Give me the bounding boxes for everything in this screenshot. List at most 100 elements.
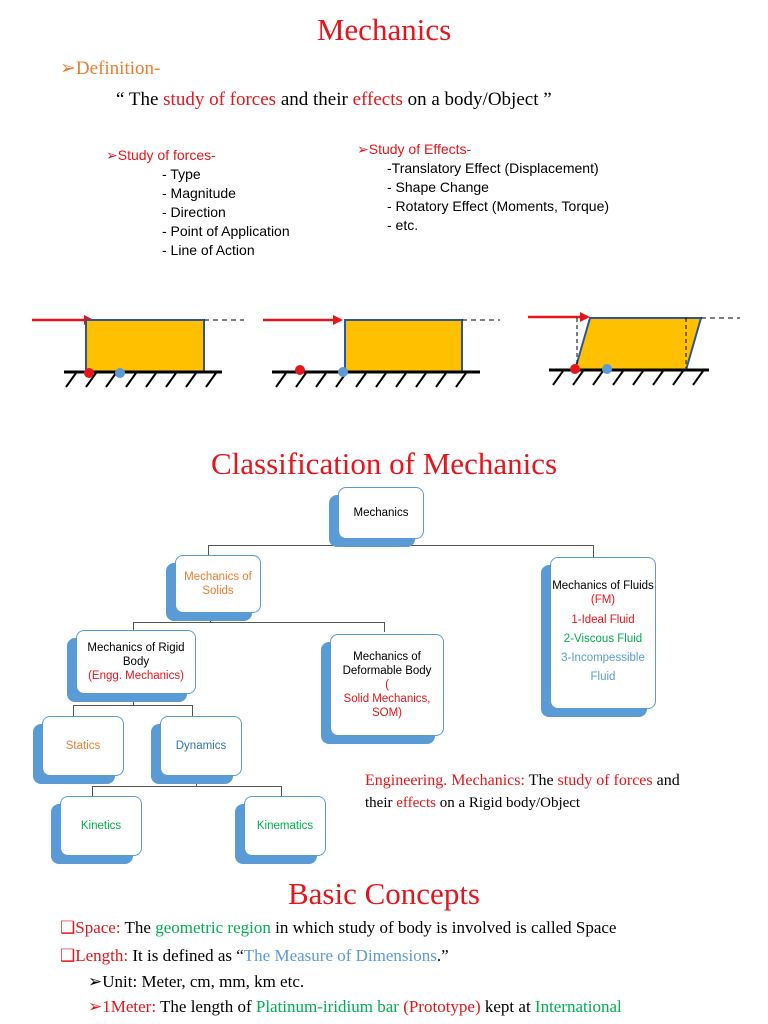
- definition-heading: ➢Definition-: [60, 57, 160, 80]
- node-sublabel: (: [385, 679, 389, 691]
- arrow-bullet-icon: ➢: [357, 141, 369, 157]
- eng-def-text: The: [524, 772, 558, 789]
- deformed-block: [573, 317, 703, 371]
- classification-title: Classification of Mechanics: [210, 446, 558, 481]
- list-item: - Line of Action: [162, 242, 255, 258]
- solids-node: Mechanics of Solids: [175, 555, 261, 613]
- arrow-bullet-icon: ➢: [88, 972, 103, 991]
- effects-heading: ➢Study of Effects-: [357, 140, 609, 159]
- tree-connector: [92, 786, 282, 787]
- eng-def-effects: effects: [396, 795, 436, 811]
- list-item: - Magnitude: [162, 185, 236, 201]
- fluid-type: 2-Viscous Fluid: [563, 633, 643, 645]
- tree-connector: [281, 786, 282, 796]
- dynamics-node: Dynamics: [160, 716, 242, 776]
- node-label: Mechanics: [353, 507, 409, 519]
- list-item: - Shape Change: [387, 179, 489, 195]
- tree-connector: [133, 622, 134, 632]
- node-label: Kinematics: [256, 820, 314, 832]
- eng-def-text: on a Rigid body/Object: [435, 795, 581, 811]
- node-label: Mechanics of Solids: [184, 571, 252, 597]
- eng-def-text: and: [652, 772, 680, 789]
- node-sublabel: (FM): [590, 594, 616, 606]
- quote-text: on a body/Object ”: [402, 89, 552, 110]
- block-point: [602, 364, 612, 374]
- forces-heading-text: Study of forces-: [117, 147, 216, 163]
- meter-highlight: International: [534, 997, 622, 1016]
- node-label: Mechanics of Fluids: [552, 580, 654, 592]
- list-item: - Rotatory Effect (Moments, Torque): [387, 198, 610, 214]
- node-label: Dynamics: [175, 740, 227, 752]
- tree-connector: [92, 786, 93, 796]
- meter-text: The length of: [156, 997, 256, 1016]
- list-item: - etc.: [387, 217, 419, 233]
- list-item: -Translatory Effect (Displacement): [387, 160, 599, 176]
- quote-text: “ The: [116, 89, 164, 110]
- unit-text: Unit: Meter, cm, mm, km etc.: [102, 972, 305, 991]
- space-label: Space:: [75, 918, 121, 937]
- length-definition: ❑Length: It is defined as “The Measure o…: [60, 944, 768, 968]
- arrow-bullet-icon: ➢: [88, 997, 103, 1016]
- forces-list: - Type - Magnitude - Direction - Point o…: [106, 165, 290, 260]
- tree-connector: [73, 705, 193, 706]
- meter-definition: ➢1Meter: The length of Platinum-iridium …: [88, 995, 768, 1019]
- rigid-body-node: Mechanics of Rigid Body (Engg. Mechanics…: [76, 630, 196, 694]
- arrowhead-icon: [333, 315, 343, 325]
- effects-heading-text: Study of Effects-: [368, 141, 472, 157]
- page-title: Mechanics: [316, 12, 452, 47]
- eng-def-text: their: [365, 795, 397, 811]
- checkbox-bullet-icon: ❑: [60, 918, 76, 937]
- length-highlight: The Measure of Dimensions: [243, 946, 437, 965]
- reference-point: [84, 368, 94, 378]
- effects-list: -Translatory Effect (Displacement) - Sha…: [357, 159, 609, 235]
- arrow-bullet-icon: ➢: [60, 58, 76, 79]
- ground-hatch: [552, 370, 704, 386]
- reference-point: [295, 365, 305, 375]
- node-label: Kinetics: [80, 820, 122, 832]
- kinematics-node: Kinematics: [244, 796, 326, 856]
- tree-connector: [210, 614, 211, 622]
- node-label: Mechanics of Deformable Body: [342, 651, 432, 677]
- forces-heading: ➢Study of forces-: [106, 146, 290, 165]
- quote-forces: study of forces: [163, 89, 277, 110]
- basic-concepts-title: Basic Concepts: [288, 876, 480, 911]
- space-text: The: [120, 918, 156, 937]
- length-text: .”: [436, 946, 449, 965]
- fluid-type: 3-Incompessible Fluid: [561, 652, 645, 683]
- eng-def-label: Engineering. Mechanics:: [365, 772, 525, 789]
- tree-connector: [192, 705, 193, 717]
- meter-text: kept at: [480, 997, 535, 1016]
- list-item: - Point of Application: [162, 223, 290, 239]
- meter-prototype: (Prototype): [398, 997, 481, 1016]
- node-label: Mechanics of Rigid Body: [87, 642, 185, 668]
- length-text: It is defined as “: [128, 946, 244, 965]
- definition-quote: “ The study of forces and their effects …: [116, 89, 552, 111]
- eng-def-line-2: their effects on a Rigid body/Object: [365, 792, 760, 814]
- node-label: Statics: [65, 740, 101, 752]
- list-item: - Type: [162, 166, 201, 182]
- list-item: - Direction: [162, 204, 226, 220]
- force-effects-figure: [32, 312, 740, 388]
- tree-connector: [133, 693, 134, 705]
- reference-point: [570, 364, 580, 374]
- tree-connector: [208, 545, 594, 546]
- shape-change-figure: [528, 312, 740, 386]
- unit-line: ➢Unit: Meter, cm, mm, km etc.: [88, 970, 304, 994]
- effects-block: ➢Study of Effects- -Translatory Effect (…: [357, 140, 609, 235]
- quote-effects: effects: [352, 89, 403, 110]
- arrowhead-icon: [580, 312, 590, 322]
- engineering-mechanics-definition: Engineering. Mechanics: The study of for…: [365, 770, 760, 814]
- translation-before-figure: [32, 315, 244, 388]
- space-highlight: geometric region: [155, 918, 271, 937]
- tree-connector: [208, 545, 209, 557]
- checkbox-bullet-icon: ❑: [60, 946, 76, 965]
- tree-connector: [196, 776, 197, 786]
- node-sublabel: Solid Mechanics, SOM): [343, 693, 431, 719]
- fluid-type: 1-Ideal Fluid: [571, 614, 635, 626]
- tree-connector: [133, 622, 385, 623]
- space-definition: ❑Space: The geometric region in which st…: [60, 916, 768, 940]
- block-point: [338, 367, 348, 377]
- tree-connector: [593, 545, 594, 557]
- block-point: [115, 368, 125, 378]
- quote-text: and their: [276, 89, 353, 110]
